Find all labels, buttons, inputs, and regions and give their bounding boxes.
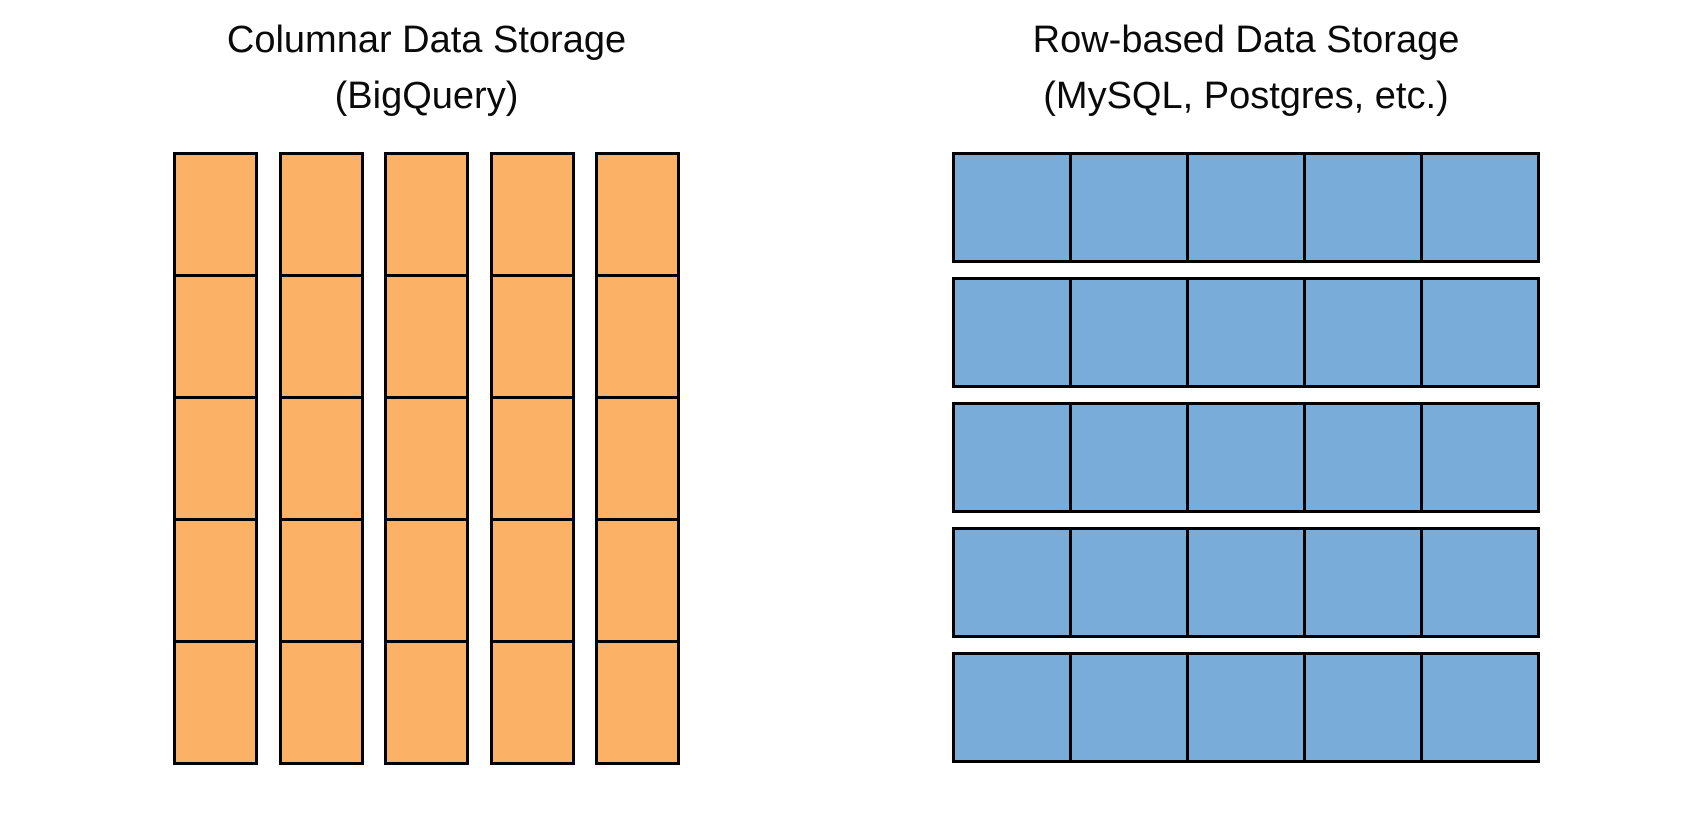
storage-column [384, 152, 469, 765]
data-cell [595, 396, 680, 521]
data-cell [173, 152, 258, 277]
data-cell [595, 518, 680, 643]
data-cell [1420, 402, 1540, 513]
columnar-storage-title: Columnar Data Storage (BigQuery) [173, 12, 680, 124]
data-cell [489, 396, 575, 521]
data-cell [1420, 652, 1540, 763]
data-cell [952, 152, 1072, 263]
storage-row [952, 652, 1540, 763]
storage-column [173, 152, 258, 765]
data-cell [1069, 527, 1189, 638]
data-cell [1186, 152, 1306, 263]
columnar-title-line2: (BigQuery) [334, 75, 519, 117]
data-cell [1069, 402, 1189, 513]
data-cell [173, 640, 258, 765]
data-cell [384, 518, 469, 643]
data-cell [595, 640, 680, 765]
storage-column [278, 152, 364, 765]
data-cell [1186, 527, 1306, 638]
data-cell [173, 518, 258, 643]
data-cell [384, 640, 469, 765]
data-cell [1303, 527, 1423, 638]
data-cell [489, 518, 575, 643]
data-cell [384, 396, 469, 521]
data-cell [384, 274, 469, 399]
data-cell [1420, 277, 1540, 388]
data-cell [278, 518, 364, 643]
storage-row [952, 152, 1540, 263]
storage-row [952, 402, 1540, 513]
data-cell [1186, 277, 1306, 388]
data-cell [489, 640, 575, 765]
columnar-title-line1: Columnar Data Storage [226, 19, 627, 61]
data-cell [489, 274, 575, 399]
data-cell [1303, 152, 1423, 263]
data-cell [173, 274, 258, 399]
data-cell [1303, 277, 1423, 388]
data-cell [278, 274, 364, 399]
data-cell [952, 402, 1072, 513]
storage-row [952, 277, 1540, 388]
row-title-line1: Row-based Data Storage [1032, 19, 1460, 61]
data-cell [1303, 402, 1423, 513]
data-cell [1186, 652, 1306, 763]
data-cell [1069, 277, 1189, 388]
data-cell [952, 652, 1072, 763]
data-cell [595, 274, 680, 399]
data-cell [278, 152, 364, 277]
data-cell [1303, 652, 1423, 763]
data-cell [384, 152, 469, 277]
data-cell [278, 396, 364, 521]
data-cell [952, 277, 1072, 388]
data-cell [595, 152, 680, 277]
row-storage-grid [952, 152, 1540, 763]
storage-row [952, 527, 1540, 638]
storage-column [595, 152, 680, 765]
data-cell [173, 396, 258, 521]
data-cell [278, 640, 364, 765]
data-cell [1186, 402, 1306, 513]
row-storage-title: Row-based Data Storage (MySQL, Postgres,… [952, 12, 1540, 124]
row-title-line2: (MySQL, Postgres, etc.) [1043, 75, 1449, 117]
data-cell [1069, 652, 1189, 763]
data-cell [1420, 527, 1540, 638]
storage-column [489, 152, 575, 765]
data-cell [1069, 152, 1189, 263]
data-cell [952, 527, 1072, 638]
data-cell [489, 152, 575, 277]
columnar-storage-grid [173, 152, 680, 765]
data-cell [1420, 152, 1540, 263]
